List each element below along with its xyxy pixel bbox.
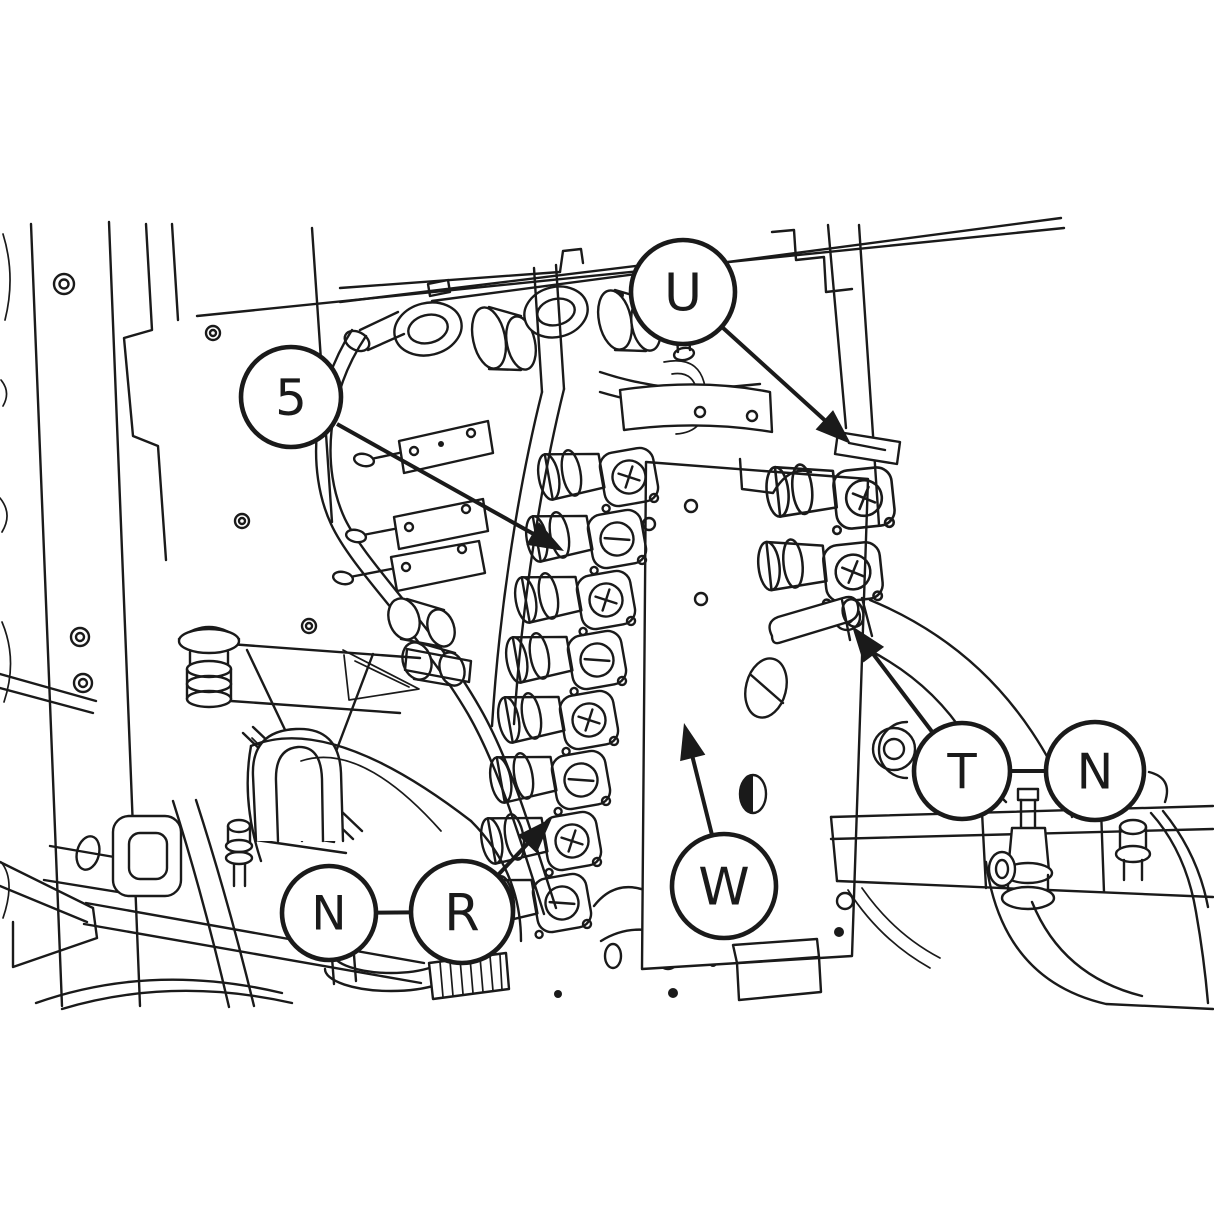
callout-circle-N1 xyxy=(279,863,379,963)
callout-label-5: 5 xyxy=(275,369,307,427)
callout-label-W: W xyxy=(698,857,749,917)
callout-label-N2: N xyxy=(1077,743,1114,800)
solenoid-valve xyxy=(765,463,896,536)
arrowhead-T xyxy=(852,626,885,663)
arrowhead-U xyxy=(815,410,851,444)
solenoid-valve xyxy=(536,446,660,514)
callout-T: T xyxy=(911,720,1013,822)
callout-circle-U xyxy=(628,237,738,347)
callout-R: R xyxy=(408,858,516,966)
callout-W: W xyxy=(669,831,779,941)
arrow-5 xyxy=(336,422,539,539)
lower-left-chassis xyxy=(0,672,426,1011)
machine-line-art xyxy=(0,216,1214,1011)
arrow-R xyxy=(495,838,533,878)
solenoid-valve xyxy=(496,689,620,757)
drawbar-beam xyxy=(829,787,1214,911)
callout-N1: N xyxy=(279,863,379,963)
solenoid-valve xyxy=(488,749,612,817)
arrowhead-W xyxy=(680,723,706,762)
callout-label-T: T xyxy=(946,744,977,800)
callout-label-U: U xyxy=(664,263,702,323)
solenoid-valve xyxy=(513,569,637,637)
callout-layer: U 5T N W N R xyxy=(238,237,1147,966)
solenoid-valve xyxy=(469,872,593,940)
remote-valve-mount xyxy=(768,595,874,645)
callout-circle-W xyxy=(669,831,779,941)
callout-label-N1: N xyxy=(311,887,346,942)
arrow-U xyxy=(720,325,831,426)
callout-U: U xyxy=(628,237,738,347)
breather-cap xyxy=(177,625,241,709)
callout-label-R: R xyxy=(444,884,479,943)
arrow-W xyxy=(689,751,714,836)
callout-circle-5 xyxy=(238,344,344,450)
callout-circle-N2 xyxy=(1043,719,1147,823)
callout-5: 5 xyxy=(238,344,344,450)
arrowhead-R xyxy=(517,818,552,854)
callout-circle-T xyxy=(911,720,1013,822)
callout-circle-R xyxy=(408,858,516,966)
arrowhead-5 xyxy=(526,522,564,551)
arrow-T xyxy=(868,648,935,735)
right-tank-and-hose xyxy=(847,770,1214,1011)
callout-N2: N xyxy=(1043,719,1147,823)
solenoid-valve xyxy=(504,629,628,697)
rear-panel xyxy=(195,216,1066,635)
remote-valve-pair xyxy=(833,430,902,466)
